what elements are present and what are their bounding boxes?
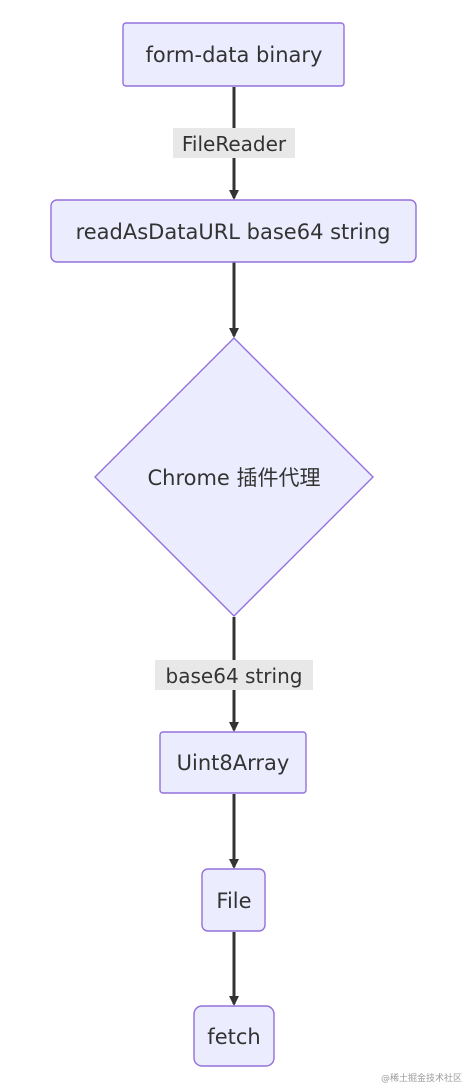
- node-chrome-proxy: Chrome 插件代理: [94, 337, 374, 617]
- node-form-data-binary: form-data binary: [122, 22, 345, 87]
- node-label-form-data-binary: form-data binary: [146, 43, 323, 67]
- edge-chrome-to-uint8: base64 string: [155, 617, 313, 732]
- node-file: File: [201, 868, 266, 932]
- node-label-fetch: fetch: [207, 1025, 260, 1049]
- node-label-uint8array: Uint8Array: [177, 751, 290, 775]
- edge-form-to-read: FileReader: [173, 87, 295, 200]
- node-label-file: File: [216, 889, 251, 913]
- node-read-as-data-url: readAsDataURL base64 string: [50, 199, 417, 263]
- edge-label-base64-string: base64 string: [166, 664, 303, 688]
- node-label-read-as-data-url: readAsDataURL base64 string: [76, 220, 391, 244]
- node-label-chrome-proxy: Chrome 插件代理: [147, 466, 320, 490]
- node-uint8array: Uint8Array: [159, 731, 307, 794]
- edge-label-filereader: FileReader: [182, 132, 287, 156]
- watermark-text: @稀土掘金技术社区: [381, 1072, 462, 1084]
- node-fetch: fetch: [193, 1005, 275, 1067]
